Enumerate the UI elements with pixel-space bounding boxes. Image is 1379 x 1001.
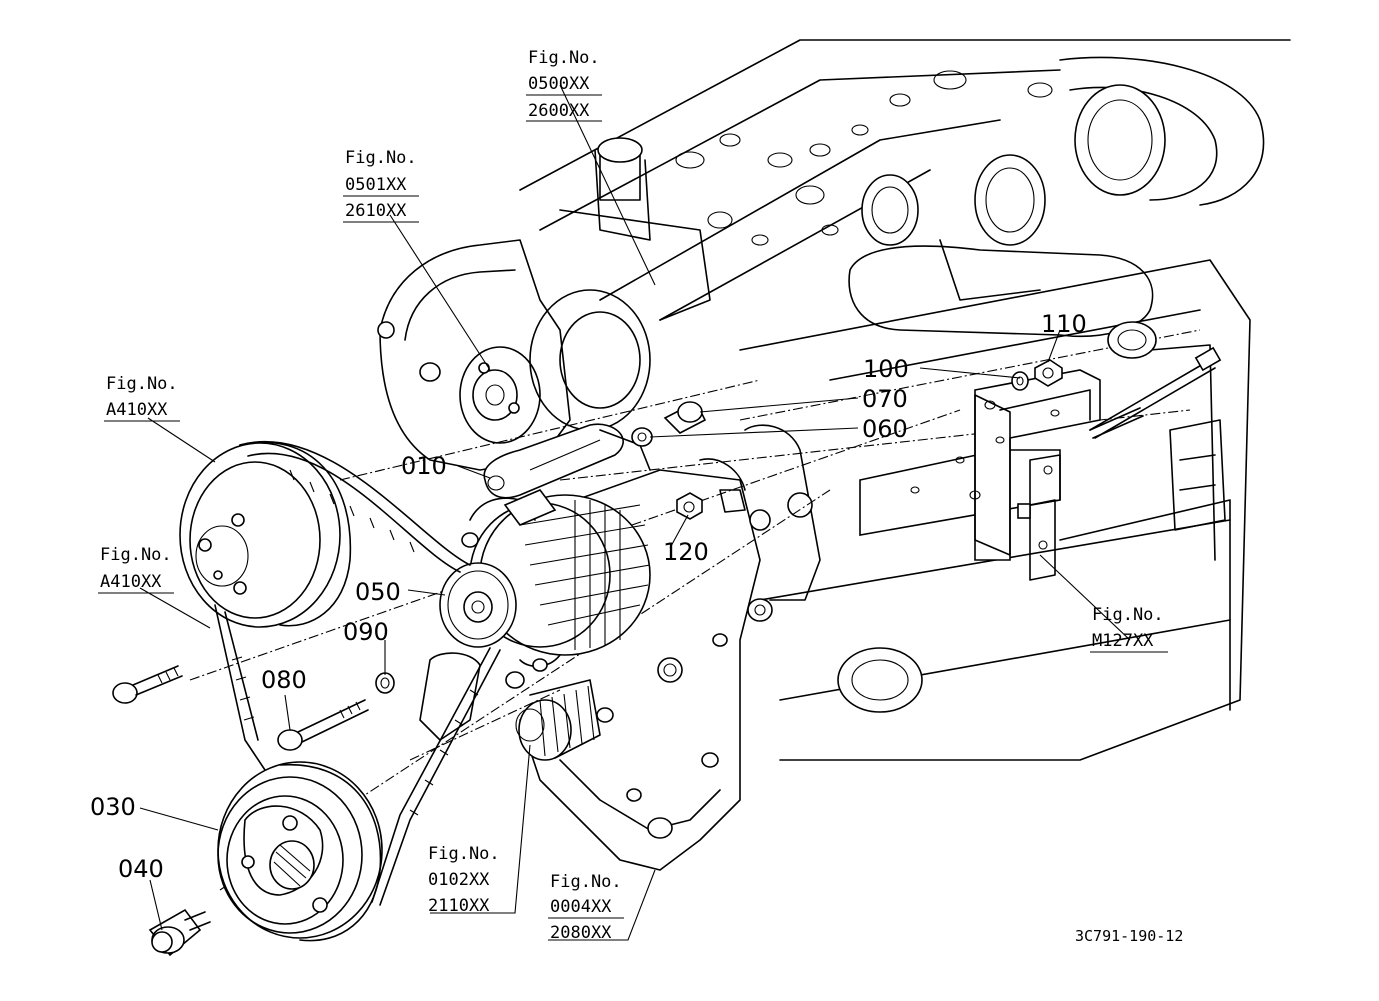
fasteners-illustration xyxy=(112,359,1144,957)
figure-ref-m127xx[interactable]: Fig.No. M127XX xyxy=(1090,605,1168,653)
part-number-110[interactable]: 110 xyxy=(1041,310,1087,338)
part-number-120[interactable]: 120 xyxy=(663,538,709,566)
figure-ref-label: Fig.No. xyxy=(345,148,417,168)
part-number-010[interactable]: 010 xyxy=(401,452,447,480)
figure-ref-code: 0500XX xyxy=(528,74,590,94)
figure-ref-label: Fig.No. xyxy=(428,844,500,864)
fan-pulley-illustration xyxy=(179,441,352,628)
support-bracket-illustration xyxy=(859,369,1101,581)
figure-ref-0500xx[interactable]: Fig.No. 0500XX 2600XX xyxy=(526,48,602,122)
figure-ref-label: Fig.No. xyxy=(1092,605,1164,625)
part-number-100[interactable]: 100 xyxy=(863,355,909,383)
figure-ref-0501xx[interactable]: Fig.No. 0501XX 2610XX xyxy=(343,148,419,223)
part-number-060[interactable]: 060 xyxy=(862,415,908,443)
crank-pulley-illustration xyxy=(217,761,383,942)
part-number-080[interactable]: 080 xyxy=(261,666,307,694)
leader-lines xyxy=(139,84,1131,941)
alternator-illustration xyxy=(439,489,651,689)
figure-ref-a410xx-bottom[interactable]: Fig.No. A410XX xyxy=(98,545,174,594)
part-number-050[interactable]: 050 xyxy=(355,578,401,606)
figure-ref-label: Fig.No. xyxy=(106,374,178,394)
part-number-090[interactable]: 090 xyxy=(343,618,389,646)
figure-ref-0102xx[interactable]: Fig.No. 0102XX 2110XX xyxy=(428,844,500,916)
drawing-code: 3C791-190-12 xyxy=(1075,927,1183,945)
figure-ref-label: Fig.No. xyxy=(100,545,172,565)
figure-ref-code: 2610XX xyxy=(345,201,407,221)
figure-ref-code: A410XX xyxy=(100,572,162,592)
figure-ref-code: 2600XX xyxy=(528,101,590,121)
part-number-030[interactable]: 030 xyxy=(90,793,136,821)
figure-ref-code: 0004XX xyxy=(550,897,612,917)
v-belt-illustration xyxy=(214,440,501,906)
figure-ref-code: M127XX xyxy=(1092,631,1154,651)
figure-ref-a410xx-top[interactable]: Fig.No. A410XX xyxy=(104,374,180,422)
figure-ref-code: 2080XX xyxy=(550,923,612,943)
part-number-070[interactable]: 070 xyxy=(862,385,908,413)
tension-arm-illustration xyxy=(483,423,651,499)
figure-ref-code: 2110XX xyxy=(428,896,490,916)
figure-ref-0004xx[interactable]: Fig.No. 0004XX 2080XX xyxy=(548,872,624,943)
figure-ref-label: Fig.No. xyxy=(550,872,622,892)
figure-ref-code: A410XX xyxy=(106,400,168,420)
figure-ref-code: 0102XX xyxy=(428,870,490,890)
figure-ref-label: Fig.No. xyxy=(528,48,600,68)
part-number-040[interactable]: 040 xyxy=(118,855,164,883)
figure-ref-code: 0501XX xyxy=(345,175,407,195)
